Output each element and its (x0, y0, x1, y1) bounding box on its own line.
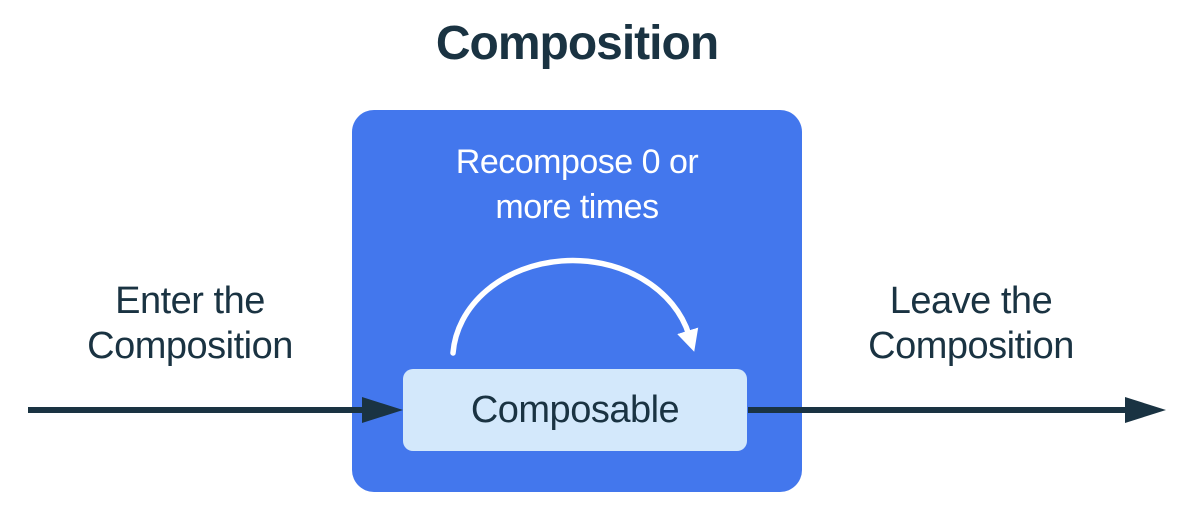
leave-composition-label: Leave the Composition (811, 279, 1131, 369)
recompose-label-line1: Recompose 0 or (455, 143, 699, 181)
composable-node-label: Composable (470, 388, 680, 431)
recompose-label-line2: more times (495, 188, 659, 226)
enter-label-line1: Enter the (115, 280, 265, 322)
enter-composition-label: Enter the Composition (30, 279, 350, 369)
composable-node: Composable (403, 369, 747, 451)
diagram-title: Composition (435, 17, 719, 70)
enter-label-line2: Composition (87, 325, 293, 367)
recompose-arc-arrow-icon (450, 257, 699, 356)
enter-flow-arrow-icon (28, 397, 403, 423)
leave-flow-arrow-icon (748, 397, 1166, 423)
recompose-label: Recompose 0 or more times (352, 140, 802, 230)
leave-label-line1: Leave the (889, 280, 1053, 322)
leave-label-line2: Composition (868, 325, 1074, 367)
